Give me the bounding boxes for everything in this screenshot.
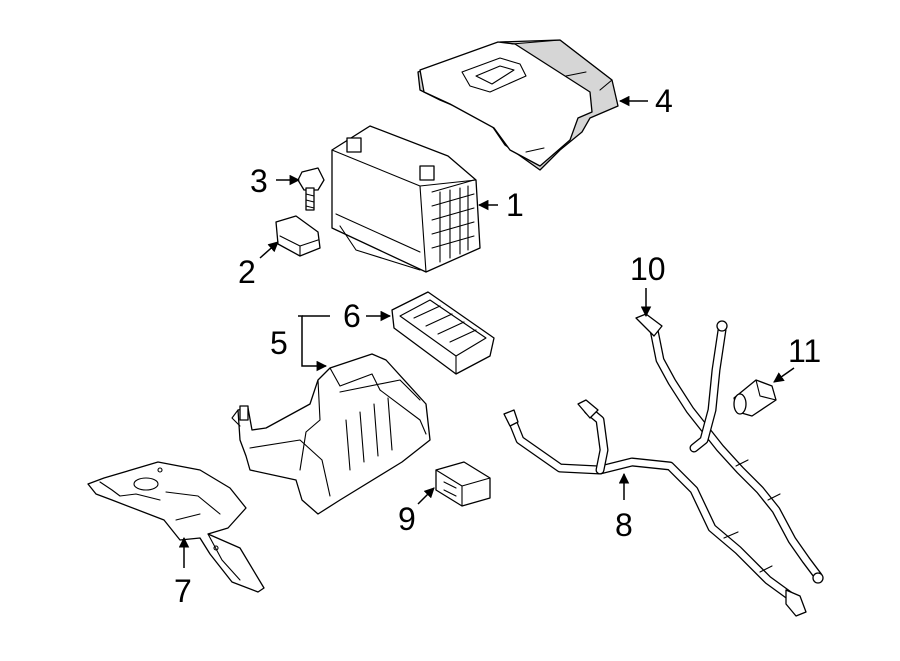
callout-7: 7 <box>174 573 192 609</box>
negative-cable-part[interactable] <box>635 313 824 584</box>
clip-part[interactable] <box>435 461 491 507</box>
sensor-part[interactable] <box>733 379 777 417</box>
callout-5: 5 <box>270 325 288 361</box>
tray-insert-part[interactable] <box>391 291 495 375</box>
callout-3: 3 <box>250 163 268 199</box>
battery-cable-part[interactable] <box>503 399 807 617</box>
callout-2: 2 <box>238 254 256 290</box>
support-bracket-part[interactable] <box>87 461 265 593</box>
callout-8: 8 <box>615 507 633 543</box>
callout-4: 4 <box>655 83 673 119</box>
callout-6: 6 <box>343 298 361 334</box>
leader-lines <box>178 95 795 568</box>
battery-cover-part[interactable] <box>417 39 619 171</box>
callout-labels: 1 2 3 4 5 6 7 8 9 10 11 <box>174 83 821 609</box>
callout-9: 9 <box>398 501 416 537</box>
callout-11: 11 <box>788 333 821 369</box>
battery-part[interactable] <box>331 125 481 273</box>
terminal-cover-part[interactable] <box>275 215 321 257</box>
bolt-part[interactable] <box>297 167 325 211</box>
callout-1: 1 <box>506 187 524 223</box>
callout-10: 10 <box>630 251 666 287</box>
battery-tray-part[interactable] <box>231 353 431 515</box>
